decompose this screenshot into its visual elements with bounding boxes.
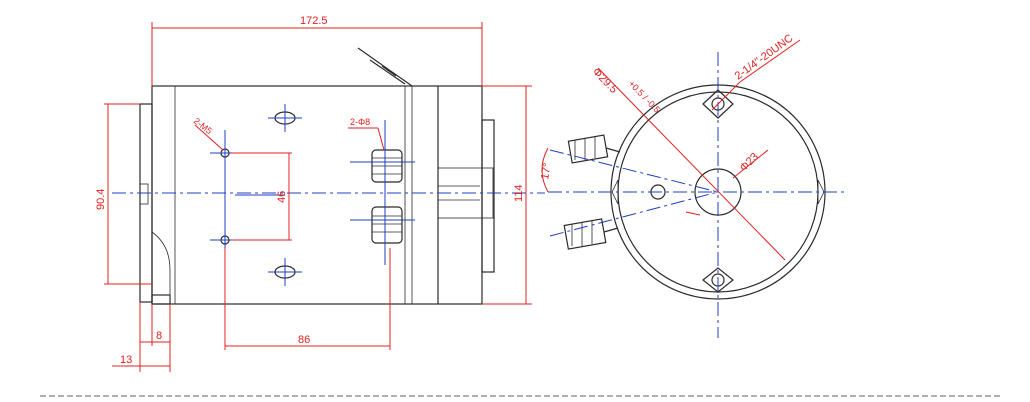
dim-flange-offset: 13 [120, 354, 132, 366]
dim-body-diameter: 114 [513, 184, 525, 202]
end-terminal-lower [563, 218, 619, 250]
end-terminal-upper [567, 134, 621, 164]
dim-terminal-angle: 17° [539, 162, 554, 180]
dim-mount-height: 90.4 [95, 189, 107, 210]
side-dimensions: 172.5 114 90.4 46 86 8 13 2-M5 [95, 15, 532, 372]
dim-flange-thickness: 8 [156, 330, 162, 342]
label-stud-holes: 2-Φ8 [350, 117, 370, 127]
mount-flange [139, 103, 153, 303]
end-dimensions: Φ29.5 +0.5 / -0.5 2-1/4"-20UNC Φ23 17° [539, 32, 801, 261]
label-pilot-holes: 2-M5 [192, 116, 214, 137]
dim-stud-pitch-tol: +0.5 / -0.5 [627, 78, 663, 114]
label-thread: 2-1/4"-20UNC [733, 32, 796, 82]
dim-overall-length: 172.5 [300, 15, 328, 27]
dim-bore: Φ23 [738, 151, 761, 174]
terminal-stud-upper [371, 149, 403, 183]
dim-hole-spacing-v: 46 [276, 191, 288, 203]
dim-hole-spacing-h: 86 [298, 334, 310, 346]
terminal-stud-lower [371, 206, 403, 244]
slotted-hole-top [268, 104, 302, 132]
slotted-hole-bottom [268, 258, 302, 286]
end-view [548, 52, 848, 338]
side-view [112, 47, 545, 305]
dim-stud-pitch: Φ29.5 [590, 66, 620, 96]
